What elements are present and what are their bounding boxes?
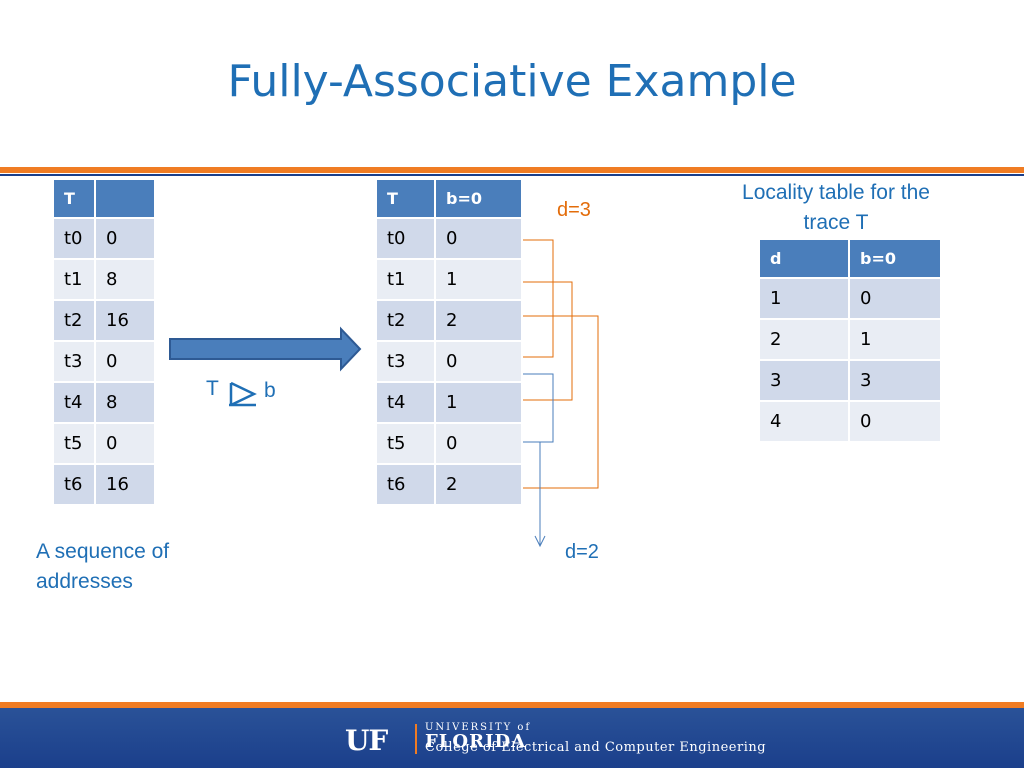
table-cell: 1 xyxy=(850,320,942,361)
title-divider-thin xyxy=(0,174,1024,176)
reuse-connector-t1-t4 xyxy=(521,281,573,401)
d3-annotation: d=3 xyxy=(557,199,591,221)
florida-wordmark: FLORIDA xyxy=(425,731,527,752)
table-cell: 0 xyxy=(96,342,156,383)
table-cell: t5 xyxy=(54,424,96,465)
footer-divider xyxy=(0,702,1024,708)
slide-title: Fully-Associative Example xyxy=(227,56,797,107)
triangle-operator-icon xyxy=(229,381,257,407)
column-header: T xyxy=(377,180,436,219)
column-header: d xyxy=(760,240,850,279)
d2-annotation: d=2 xyxy=(565,541,599,563)
table-cell: 1 xyxy=(436,383,523,424)
table-cell: 8 xyxy=(96,260,156,301)
table-cell: t2 xyxy=(54,301,96,342)
table-cell: 2 xyxy=(760,320,850,361)
college-name: College of Electrical and Computer Engin… xyxy=(425,740,767,755)
table-cell: t0 xyxy=(377,219,436,260)
column-header: b=0 xyxy=(850,240,942,279)
table-cell: 3 xyxy=(850,361,942,402)
table-cell: t3 xyxy=(54,342,96,383)
table-cell: t1 xyxy=(377,260,436,301)
table-cell: t0 xyxy=(54,219,96,260)
transform-arrow-icon xyxy=(169,326,362,372)
reuse-connector-t3-t5 xyxy=(521,373,554,443)
table-cell: t3 xyxy=(377,342,436,383)
uf-wordmark: UF xyxy=(345,724,388,757)
table-cell: 0 xyxy=(436,342,523,383)
locality-table-caption: Locality table for the trace T xyxy=(742,181,930,234)
table-cell: 2 xyxy=(436,465,523,506)
d2-pointer-arrow-icon xyxy=(534,442,546,548)
table-cell: t5 xyxy=(377,424,436,465)
sequence-caption: A sequence of addresses xyxy=(36,540,170,593)
footer-band xyxy=(0,708,1024,768)
table-cell: 16 xyxy=(96,301,156,342)
table-cell: 1 xyxy=(760,279,850,320)
column-header xyxy=(96,180,156,219)
table-cell: 0 xyxy=(436,219,523,260)
table-cell: t4 xyxy=(54,383,96,424)
table-cell: 0 xyxy=(436,424,523,465)
table-cell: t2 xyxy=(377,301,436,342)
reuse-connector-t0-t3 xyxy=(521,239,554,358)
table-cell: t4 xyxy=(377,383,436,424)
column-header: T xyxy=(54,180,96,219)
title-divider xyxy=(0,167,1024,173)
table-cell: 16 xyxy=(96,465,156,506)
logo-separator xyxy=(415,724,417,754)
table-header-row: T b=0 xyxy=(377,180,523,219)
table-header-row: d b=0 xyxy=(760,240,942,279)
table-header-row: T xyxy=(54,180,156,219)
table-cell: 8 xyxy=(96,383,156,424)
table-cell: t6 xyxy=(377,465,436,506)
table-cell: t6 xyxy=(54,465,96,506)
table-cell: 2 xyxy=(436,301,523,342)
transform-target-label: b xyxy=(264,379,276,402)
university-of-text: UNIVERSITY of xyxy=(425,722,532,733)
table-cell: 0 xyxy=(96,219,156,260)
table-cell: 1 xyxy=(436,260,523,301)
reuse-connector-t2-t6 xyxy=(521,315,599,489)
table-cell: 3 xyxy=(760,361,850,402)
table-cell: 0 xyxy=(850,279,942,320)
transform-source-label: T xyxy=(206,377,219,400)
table-cell: 4 xyxy=(760,402,850,443)
table-cell: 0 xyxy=(96,424,156,465)
table-cell: t1 xyxy=(54,260,96,301)
column-header: b=0 xyxy=(436,180,523,219)
table-cell: 0 xyxy=(850,402,942,443)
